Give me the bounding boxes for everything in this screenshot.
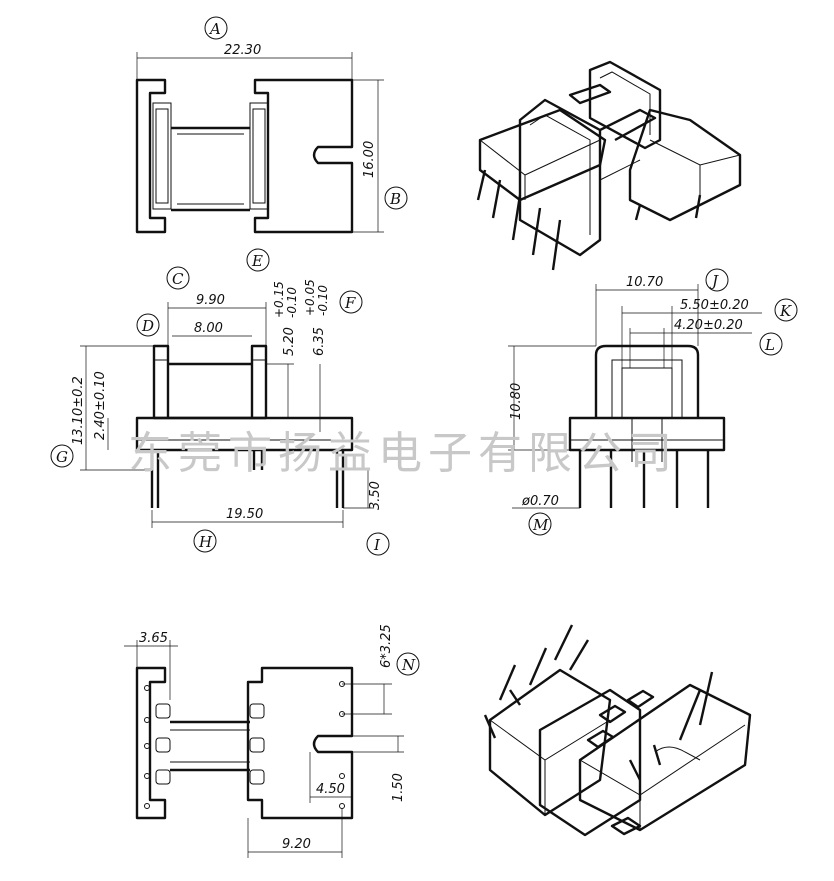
- dim-9-90: 9.90: [196, 293, 225, 308]
- dim-6x3-25: 6*3.25: [379, 624, 394, 668]
- dim-5-20-tol-plus: +0.15: [272, 281, 286, 318]
- dim-5-20: 5.20: [282, 327, 297, 356]
- label-e: E: [251, 252, 263, 270]
- label-b: B: [389, 190, 401, 208]
- company-watermark: 东莞市扬益电子有限公司: [128, 428, 678, 479]
- iso-view-bottom: [483, 624, 752, 837]
- label-d: D: [141, 317, 154, 335]
- label-a: A: [208, 20, 221, 38]
- dim-1-50: 1.50: [391, 773, 406, 802]
- dim-4-20: 4.20±0.20: [674, 318, 743, 333]
- dim-10-80: 10.80: [509, 383, 524, 420]
- dim-2-40: 2.40±0.10: [93, 371, 108, 440]
- label-b-circle: [384, 186, 408, 210]
- front-view: 9.90 8.00 5.20 +0.15 -0.10 6.35 +0.05 -0…: [50, 248, 390, 556]
- label-c: C: [172, 270, 184, 288]
- dim-3-50: 3.50: [368, 481, 383, 510]
- label-a-circle: [204, 16, 228, 40]
- dim-10-70: 10.70: [626, 275, 663, 290]
- dim-8-00: 8.00: [194, 321, 223, 336]
- bottom-view: 3.65 6*3.25 1.50 4.50 9.20 N: [124, 624, 420, 858]
- label-g: G: [56, 448, 68, 466]
- dim-6-35-tol-minus: -0.10: [316, 285, 330, 316]
- dim-0-70: ø0.70: [521, 494, 559, 509]
- label-h: H: [198, 533, 213, 551]
- dim-5-20-tol-minus: -0.10: [285, 287, 299, 318]
- top-view: 22.30 16.00 A B: [135, 16, 408, 234]
- label-n: N: [401, 656, 416, 674]
- dim-top-width: 22.30: [224, 43, 261, 58]
- dim-3-65: 3.65: [139, 631, 168, 646]
- dim-4-50: 4.50: [316, 782, 345, 797]
- label-m: M: [532, 516, 549, 534]
- dim-5-50: 5.50±0.20: [680, 298, 749, 313]
- label-i: I: [373, 536, 381, 554]
- label-k: K: [779, 302, 792, 320]
- dim-19-50: 19.50: [226, 507, 263, 522]
- label-f: F: [344, 294, 356, 312]
- dim-13-10: 13.10±0.2: [71, 376, 86, 445]
- dim-9-20: 9.20: [282, 837, 311, 852]
- dim-6-35: 6.35: [312, 327, 327, 356]
- side-view: 10.70 5.50±0.20 4.20±0.20 10.80 ø0.70 J …: [508, 268, 798, 536]
- iso-view-top: [476, 60, 742, 271]
- label-j: J: [709, 272, 719, 290]
- dim-top-height: 16.00: [362, 141, 377, 178]
- label-l: L: [764, 336, 775, 354]
- dim-6-35-tol-plus: +0.05: [303, 279, 317, 316]
